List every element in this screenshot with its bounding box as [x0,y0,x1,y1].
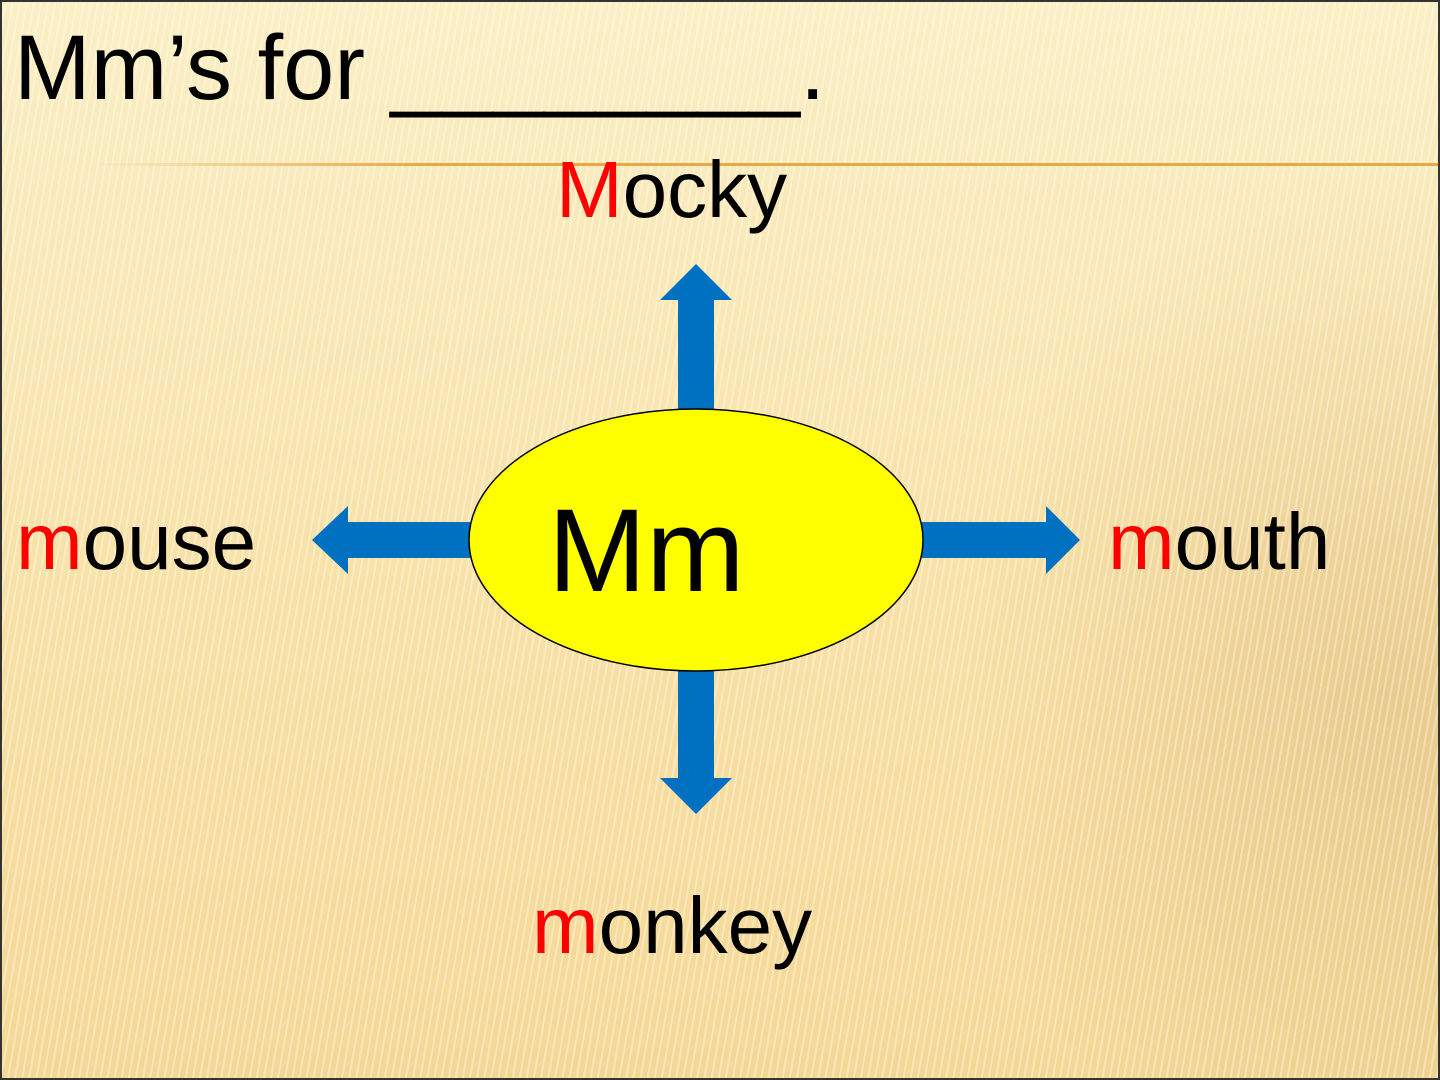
title-divider [90,163,1440,166]
arrow-right-icon [910,506,1080,574]
word-top-rest: ocky [622,145,788,234]
center-letter-pair: Mm [548,485,745,617]
word-bottom-rest: onkey [598,881,813,970]
word-left: mouse [16,502,256,582]
word-top: Mocky [556,150,787,230]
word-right-rest: outh [1174,497,1331,586]
arrow-left-icon [312,506,480,574]
word-left-initial: m [16,497,83,586]
slide-title: Mm’s for ________. [14,17,826,119]
word-bottom-initial: m [532,881,599,970]
center-ellipse [468,408,924,672]
arrow-down-icon [660,660,732,814]
word-left-rest: ouse [82,497,257,586]
arrow-up-icon [660,264,732,420]
word-right: mouth [1108,502,1330,582]
word-right-initial: m [1108,497,1175,586]
word-bottom: monkey [532,886,812,966]
word-top-initial: M [556,145,623,234]
